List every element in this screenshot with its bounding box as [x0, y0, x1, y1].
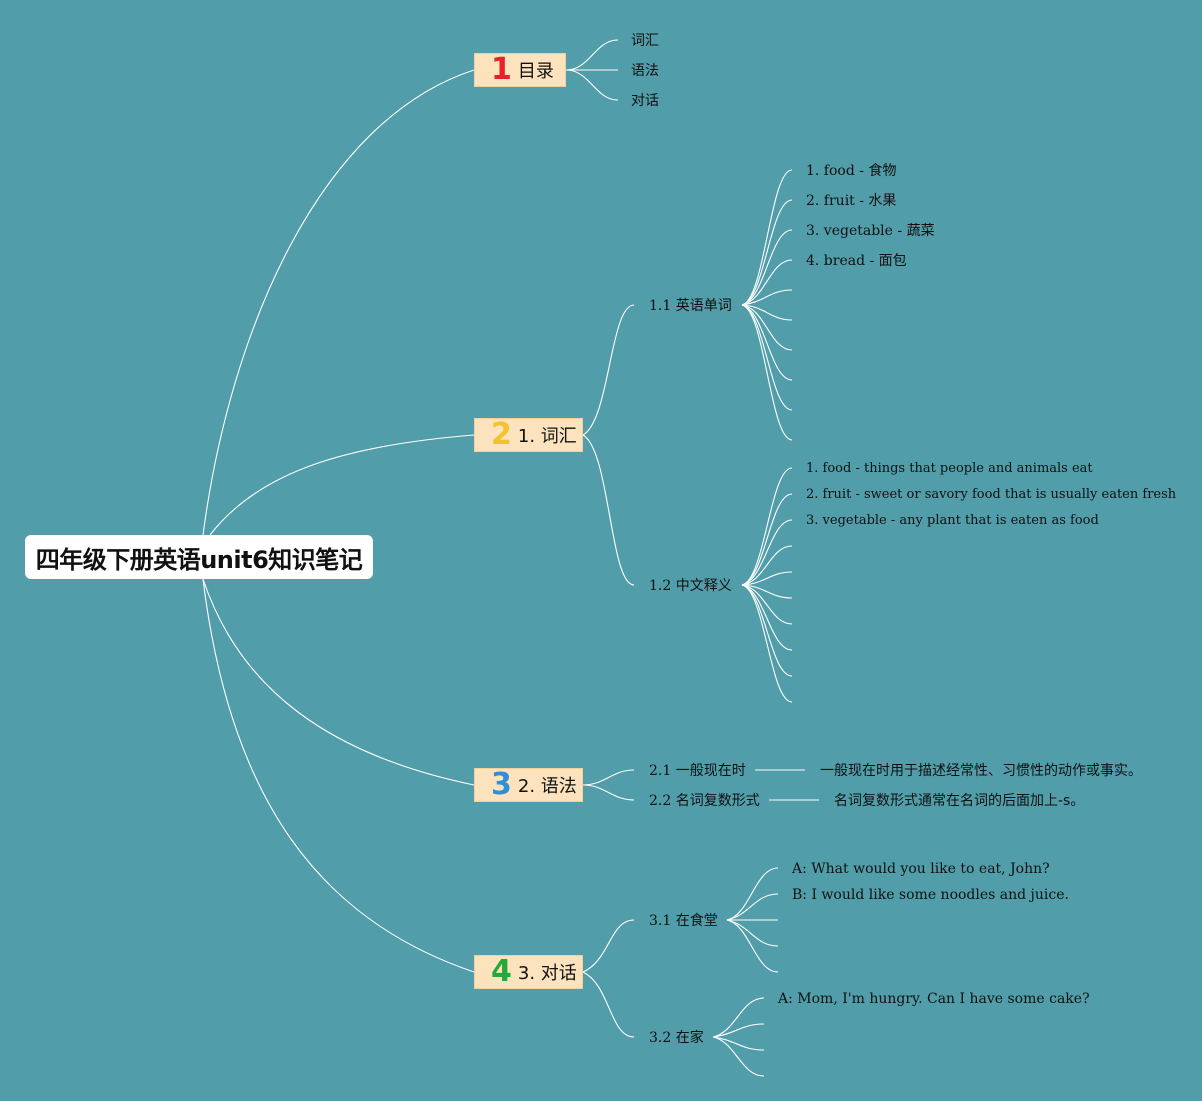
- link-b1-l1: [565, 39, 619, 71]
- sub-present-simple[interactable]: 2.1 一般现在时: [649, 763, 746, 779]
- definition-item[interactable]: 2. fruit - sweet or savory food that is …: [806, 487, 1177, 502]
- branch-label: 1. 词汇: [517, 426, 577, 447]
- branch-label: 目录: [517, 61, 554, 82]
- link-b2-s1: [582, 304, 635, 436]
- branch-vocabulary[interactable]: 2 1. 词汇: [474, 418, 583, 452]
- fan-1-1: [741, 169, 793, 441]
- number-3-badge: 3: [491, 767, 512, 802]
- link-b3-s1: [582, 769, 635, 786]
- link-root-b1: [202, 69, 475, 536]
- present-simple-detail[interactable]: 一般现在时用于描述经常性、习惯性的动作或事实。: [820, 763, 1142, 779]
- branch-dialogue[interactable]: 4 3. 对话: [474, 955, 583, 989]
- word-item[interactable]: 1. food - 食物: [806, 163, 897, 179]
- sub-canteen[interactable]: 3.1 在食堂: [649, 913, 718, 929]
- fan-1-2: [741, 467, 793, 703]
- dialogue-line[interactable]: A: What would you like to eat, John?: [792, 861, 1050, 877]
- fan-3-2: [712, 997, 765, 1077]
- word-item[interactable]: 3. vegetable - 蔬菜: [806, 223, 935, 239]
- dialogue-line[interactable]: A: Mom, I'm hungry. Can I have some cake…: [778, 991, 1090, 1007]
- link-b4-s1: [582, 919, 635, 973]
- word-item[interactable]: 2. fruit - 水果: [806, 193, 897, 209]
- branch-label: 3. 对话: [517, 963, 577, 984]
- sub-at-home[interactable]: 3.2 在家: [649, 1030, 704, 1046]
- number-2-badge: 2: [491, 417, 512, 452]
- sub-chinese-meaning[interactable]: 1.2 中文释义: [649, 578, 732, 594]
- definition-item[interactable]: 1. food - things that people and animals…: [806, 461, 1093, 476]
- link-b3-s2: [582, 784, 635, 801]
- number-4-badge: 4: [491, 954, 512, 989]
- link-b2-s2: [582, 434, 635, 586]
- plural-nouns-detail[interactable]: 名词复数形式通常在名词的后面加上-s。: [834, 793, 1085, 809]
- sub-plural-nouns[interactable]: 2.2 名词复数形式: [649, 793, 760, 809]
- link-b4-s2: [582, 971, 635, 1038]
- toc-item-vocabulary[interactable]: 词汇: [631, 33, 659, 49]
- link-root-b3: [202, 578, 475, 786]
- toc-item-dialogue[interactable]: 对话: [631, 93, 659, 109]
- dialogue-line[interactable]: B: I would like some noodles and juice.: [792, 887, 1069, 903]
- number-1-badge: 1: [491, 52, 512, 87]
- root-title[interactable]: 四年级下册英语unit6知识笔记: [25, 535, 373, 579]
- branch-label: 2. 语法: [517, 776, 577, 797]
- sub-english-words[interactable]: 1.1 英语单词: [649, 298, 732, 314]
- link-root-b4: [202, 578, 475, 973]
- fan-3-1: [726, 867, 779, 973]
- word-item[interactable]: 4. bread - 面包: [806, 253, 907, 269]
- link-root-b2: [209, 434, 475, 536]
- branch-grammar[interactable]: 3 2. 语法: [474, 768, 583, 802]
- link-b1-l3: [565, 69, 619, 101]
- branch-toc[interactable]: 1 目录: [474, 53, 566, 87]
- definition-item[interactable]: 3. vegetable - any plant that is eaten a…: [806, 513, 1099, 528]
- toc-item-grammar[interactable]: 语法: [631, 63, 659, 79]
